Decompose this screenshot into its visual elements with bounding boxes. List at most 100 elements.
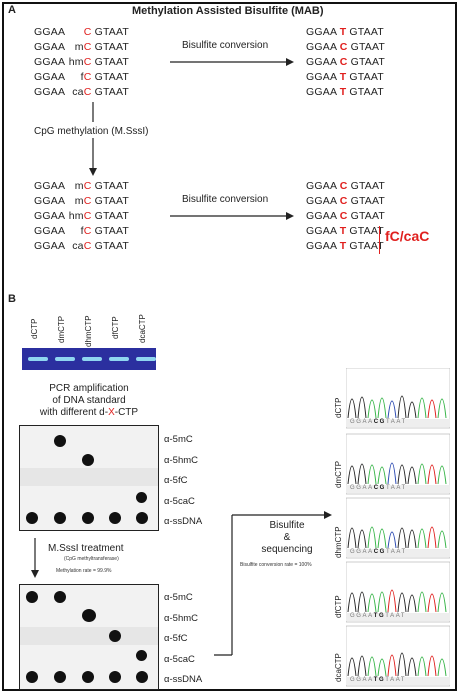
bottom-result-row: GGAA C GTAAT	[306, 180, 385, 195]
pcr-line: PCR amplification	[49, 383, 129, 394]
seq-mod: f	[80, 71, 84, 83]
top-bisulfite-label: Bisulfite conversion	[182, 40, 269, 51]
chrom-seq-part: GGAA	[350, 677, 374, 683]
panel-a-letter: A	[8, 4, 16, 16]
blot-label: α-5mC	[164, 592, 193, 603]
top-result-row: GGAA T GTAAT	[306, 86, 385, 101]
blot-label: α-5mC	[164, 434, 193, 445]
blot-dot	[136, 671, 148, 683]
chromatogram-trace	[346, 497, 450, 559]
seq-step-line: &	[283, 532, 291, 543]
cpg-arrow	[89, 102, 97, 176]
top-result-row: GGAA T GTAAT	[306, 26, 385, 41]
chrom-seq-part: GGAA	[350, 613, 374, 619]
seq-prefix: GGAA	[306, 41, 340, 53]
gel-band	[136, 357, 156, 361]
bottom-result-row: GGAA T GTAAT	[306, 225, 385, 240]
top-seq-row: GGAA caC GTAAT	[34, 86, 129, 101]
chromatogram-trace	[346, 368, 450, 429]
blot-dot	[54, 435, 66, 447]
gel-lane-label: dcaCTP	[138, 314, 147, 343]
seq-base: C	[83, 225, 92, 237]
seq-prefix: GGAA	[306, 210, 340, 222]
blot-dot	[26, 671, 38, 683]
figure-frame	[2, 2, 457, 691]
top-seq-row: GGAA fC GTAAT	[34, 71, 129, 86]
top-sequence-list: GGAA C GTAAT GGAA mC GTAAT GGAA hmC GTAA…	[34, 26, 129, 101]
seq-prefix: GGAA	[306, 240, 340, 252]
seq-base: C	[83, 41, 92, 53]
chrom-seq-mid: CG	[373, 549, 386, 555]
seq-base: T	[339, 71, 347, 83]
seq-suffix: GTAAT	[347, 195, 386, 207]
top-result-row: GGAA C GTAAT	[306, 56, 385, 71]
seq-base: T	[339, 26, 347, 38]
seq-base: C	[339, 210, 348, 222]
methylation-rate: Methylation rate = 99.9%	[56, 568, 112, 574]
fc-cac-bar	[379, 226, 380, 254]
blot-label: α-5caC	[164, 653, 195, 665]
seq-base: C	[83, 71, 92, 83]
seq-suffix: GTAAT	[91, 26, 130, 38]
seq-suffix: GTAAT	[91, 180, 130, 192]
blot-dot	[109, 512, 121, 524]
seq-prefix: GGAA	[34, 41, 68, 53]
seq-base: C	[339, 195, 348, 207]
seq-base: T	[339, 240, 347, 252]
seq-suffix: GTAAT	[91, 240, 130, 252]
seq-prefix: GGAA	[34, 225, 68, 237]
seq-prefix: GGAA	[306, 86, 340, 98]
top-result-row: GGAA T GTAAT	[306, 71, 385, 86]
seq-prefix: GGAA	[34, 195, 68, 207]
chromatogram-trace	[346, 625, 450, 687]
msssi-sub: (CpG methyltransferase)	[64, 556, 119, 562]
top-seq-row: GGAA C GTAAT	[34, 26, 129, 41]
seq-suffix: GTAAT	[91, 56, 130, 68]
seq-mod: m	[74, 195, 84, 207]
mab-title: Methylation Assisted Bisulfite (MAB)	[132, 5, 324, 17]
blot-label: α-5caC	[164, 495, 195, 507]
seq-suffix: GTAAT	[346, 26, 384, 38]
seq-base: C	[339, 180, 348, 192]
seq-prefix: GGAA	[306, 71, 340, 83]
chrom-seq-mid: TG	[373, 613, 386, 619]
bottom-result-row: GGAA C GTAAT	[306, 195, 385, 210]
gel-band	[82, 357, 102, 361]
sequencing-connector	[214, 511, 332, 656]
seq-suffix: GTAAT	[347, 56, 386, 68]
blot-labels-before: α-5mC α-5hmC α-5fC α-5caC α-ssDNA	[164, 430, 202, 533]
pcr-text: with different d-	[39, 407, 109, 418]
msssi-arrow	[31, 538, 39, 578]
dot-blot-before	[19, 425, 159, 531]
seq-suffix: GTAAT	[346, 86, 384, 98]
blot-dot	[54, 512, 66, 524]
gel-lane-label: dmCTP	[57, 315, 66, 343]
chrom-seq-part: TAAT	[385, 677, 407, 683]
top-seq-row: GGAA hmC GTAAT	[34, 56, 129, 71]
blot-dot	[82, 609, 96, 622]
seq-base: C	[83, 180, 92, 192]
top-arrow	[170, 58, 294, 66]
seq-prefix: GGAA	[34, 86, 68, 98]
pcr-description: PCR amplification of DNA standard with d…	[22, 383, 156, 419]
chrom-seq-mid: TG	[373, 677, 386, 683]
bottom-seq-row: GGAA hmC GTAAT	[34, 210, 129, 225]
seq-base: C	[339, 41, 348, 53]
blot-dot	[26, 512, 38, 524]
bottom-arrow	[170, 212, 294, 220]
seq-mod: hm	[68, 210, 84, 222]
seq-base: C	[83, 86, 92, 98]
seq-prefix: GGAA	[306, 56, 340, 68]
seq-prefix: GGAA	[34, 240, 68, 252]
seq-suffix: GTAAT	[347, 210, 386, 222]
bottom-seq-row: GGAA mC GTAAT	[34, 180, 129, 195]
chromatogram-trace	[346, 433, 450, 495]
seq-suffix: GTAAT	[347, 180, 386, 192]
conversion-rate: Bisulfite conversion rate = 100%	[240, 562, 312, 568]
seq-suffix: GTAAT	[346, 240, 384, 252]
seq-mod: ca	[72, 86, 84, 98]
dot-blot-after	[19, 584, 159, 690]
seq-base: C	[83, 56, 92, 68]
gel-band	[55, 357, 75, 361]
chrom-seq-part: GGAA	[350, 485, 374, 491]
